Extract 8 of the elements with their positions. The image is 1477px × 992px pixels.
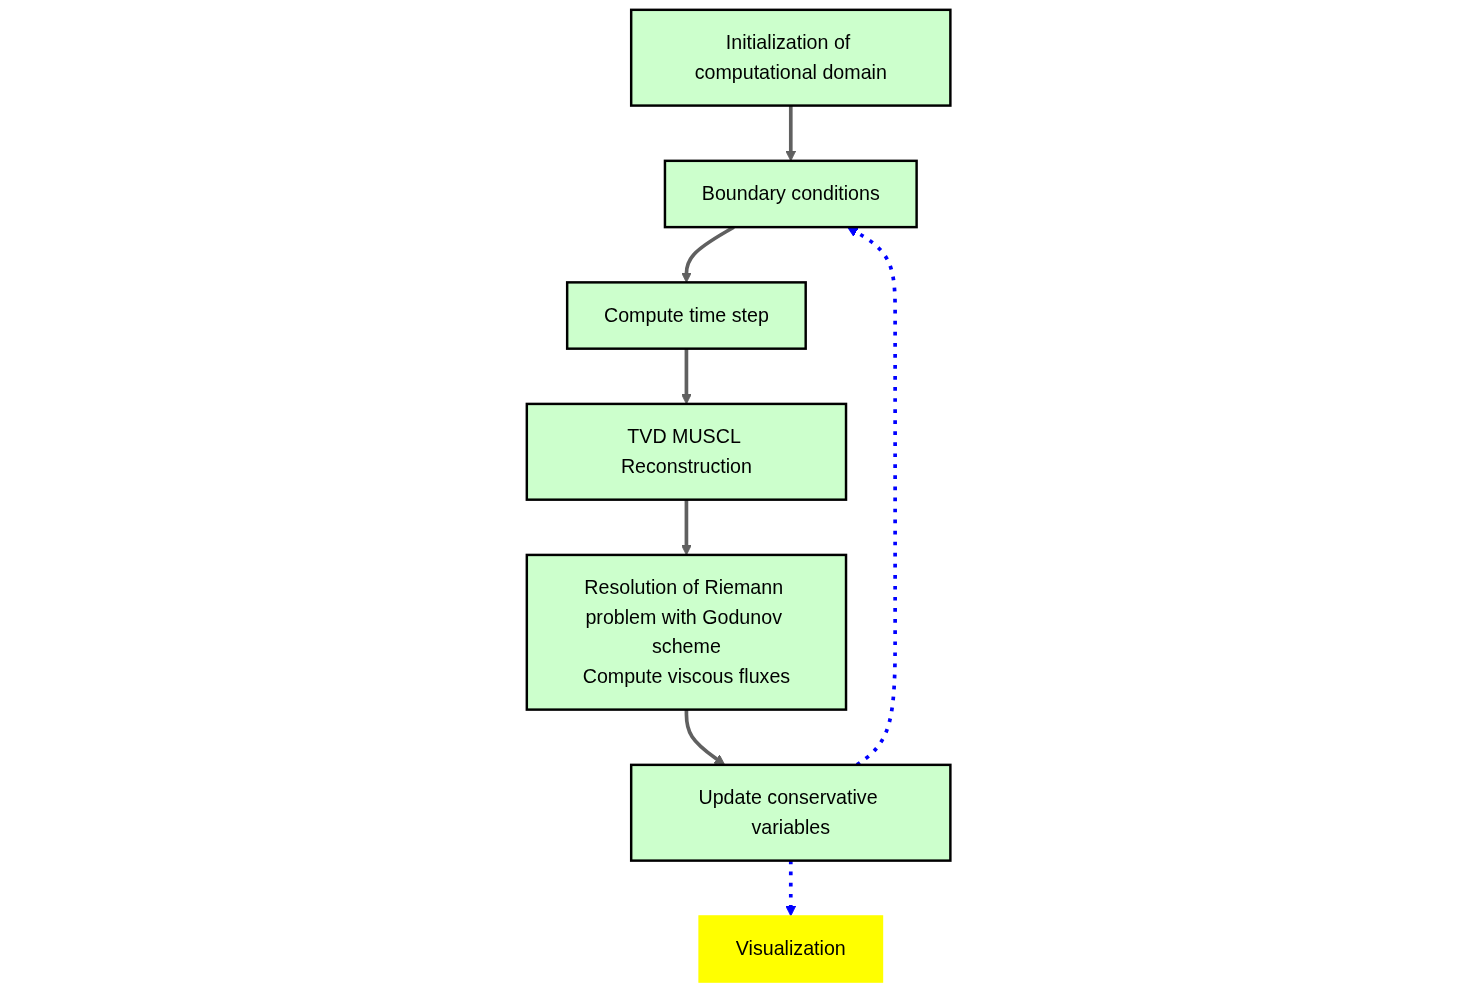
node-box: Initialization of computational domain <box>629 8 952 107</box>
arrow <box>785 860 797 917</box>
node-box: Compute time step <box>565 281 807 350</box>
node-box: Boundary conditions <box>663 159 918 229</box>
node-box: Resolution of Riemann problem with Godunov scheme Compute viscous fluxes <box>525 553 848 711</box>
node-box: Visualization <box>698 915 884 983</box>
node-box: Update conservative variables <box>629 763 952 862</box>
node-box: TVD MUSCL Reconstruction <box>525 402 848 501</box>
